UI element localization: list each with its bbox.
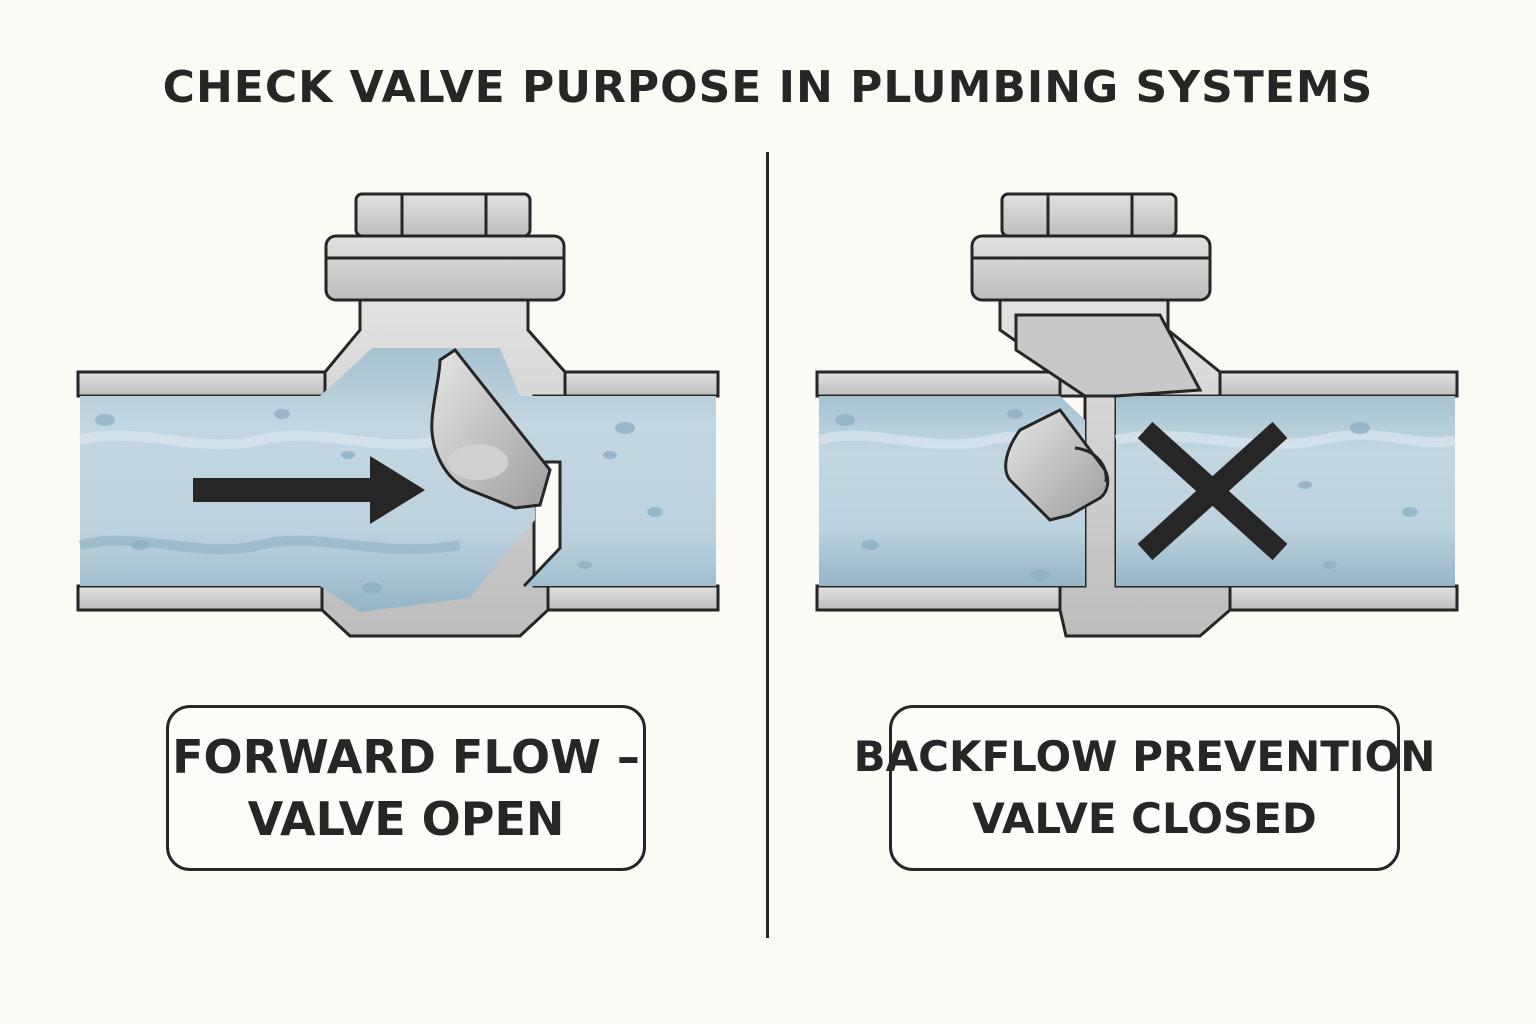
valve-open-illustration <box>76 192 720 638</box>
caption-line: BACKFLOW PREVENTION <box>853 732 1436 781</box>
valve-bonnet <box>970 234 1212 302</box>
valve-bonnet <box>324 234 566 302</box>
valve-closed-illustration <box>815 192 1459 638</box>
right-arrow-icon <box>193 456 425 524</box>
diagram-title: CHECK VALVE PURPOSE IN PLUMBING SYSTEMS <box>162 62 1374 113</box>
caption-line: FORWARD FLOW – <box>172 730 640 784</box>
x-mark-icon <box>1137 421 1288 561</box>
valve-cap-nut <box>354 192 532 238</box>
caption-line: VALVE CLOSED <box>972 794 1317 843</box>
water-bubbles <box>835 409 1418 581</box>
water-flow <box>1116 396 1455 586</box>
valve-cap-nut <box>1000 192 1178 238</box>
valve-seat <box>522 460 562 588</box>
valve-chamber <box>1014 313 1203 398</box>
caption-line: VALVE OPEN <box>247 792 565 846</box>
backflow-prevention-caption: BACKFLOW PREVENTION VALVE CLOSED <box>854 705 1435 871</box>
forward-flow-caption: FORWARD FLOW – VALVE OPEN <box>166 705 646 871</box>
water-wave <box>1114 430 1457 450</box>
panel-divider <box>766 152 769 938</box>
water-wave <box>78 430 442 450</box>
water-bubbles <box>95 409 663 594</box>
